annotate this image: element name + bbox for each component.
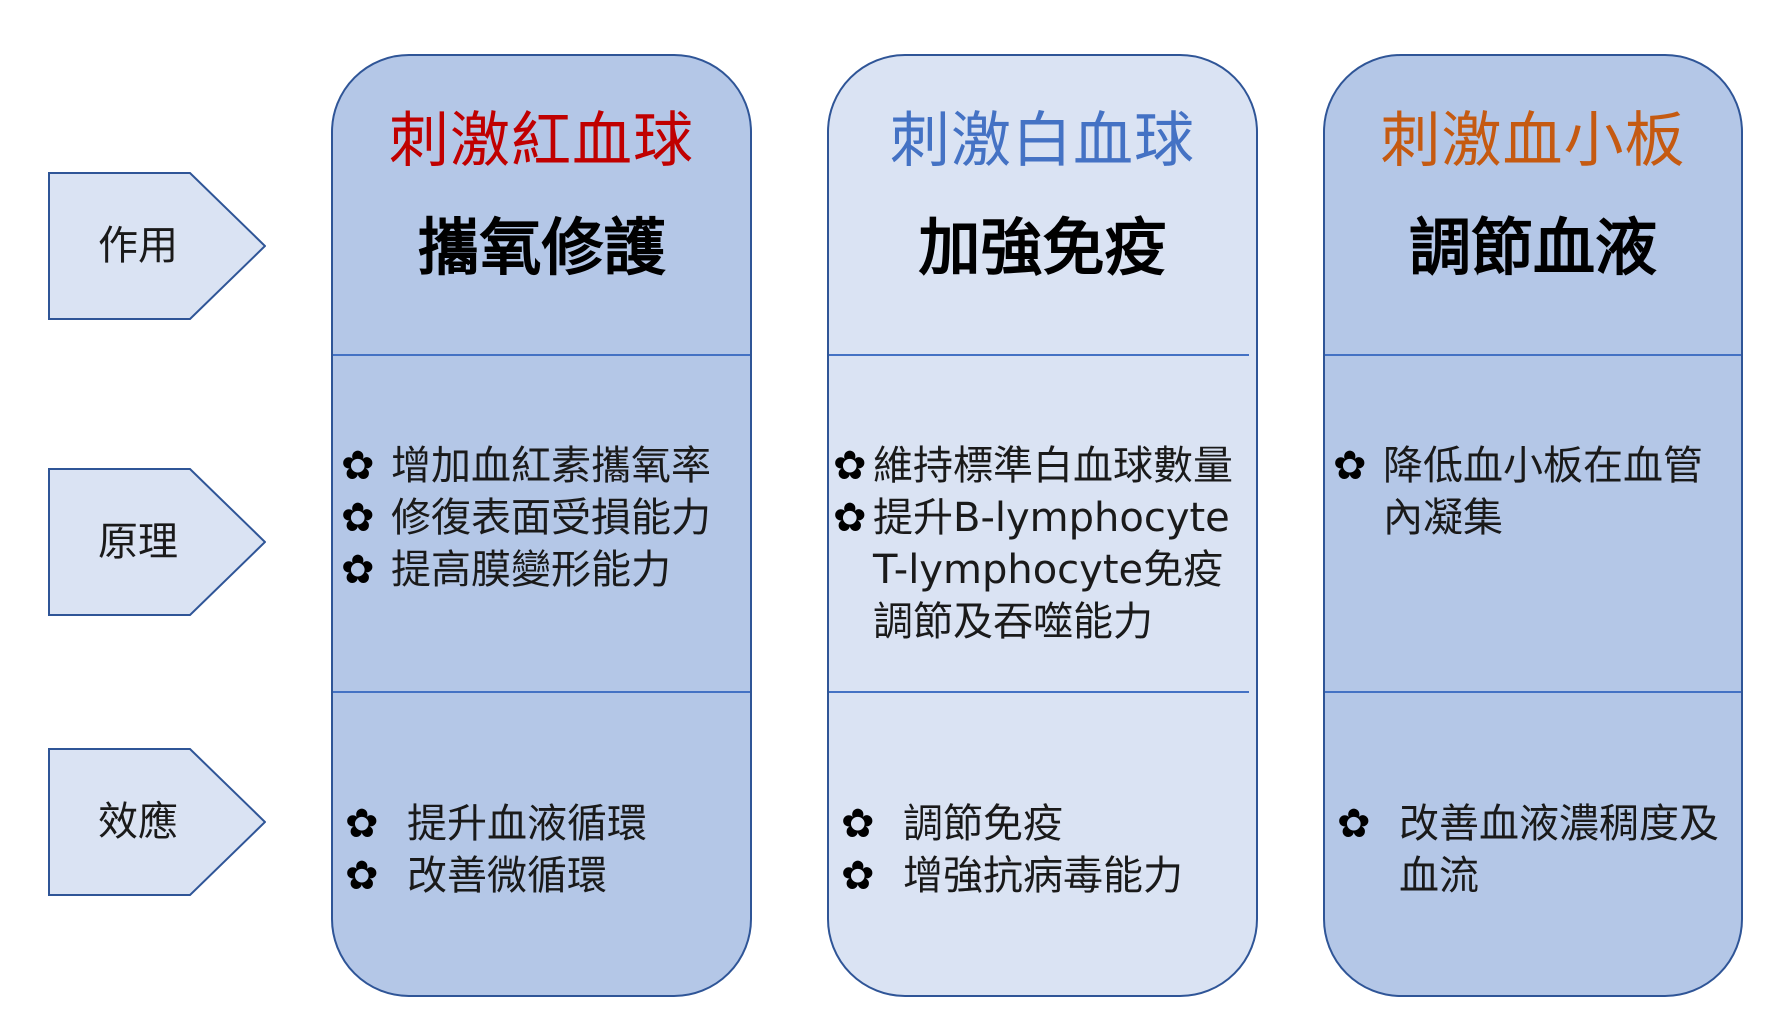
column-title: 刺激紅血球 [389, 106, 694, 176]
row-label-function-arrow: 作用 [48, 172, 266, 320]
list-item: ✿提升B-lymphocyte T-lymphocyte免疫調節及吞噬能力 [833, 492, 1253, 648]
pentagon-arrow-icon [48, 172, 266, 320]
list-item: ✿降低血小板在血管內凝集 [1333, 440, 1733, 544]
flower-bullet-icon: ✿ [833, 495, 867, 541]
flower-bullet-icon: ✿ [345, 801, 379, 847]
pentagon-arrow-icon [48, 748, 266, 896]
flower-bullet-icon: ✿ [341, 443, 375, 489]
list-item: ✿調節免疫 [841, 798, 1251, 850]
divider [1325, 691, 1741, 693]
list-item: ✿改善血液濃稠度及血流 [1337, 798, 1737, 902]
row-label-function: 作用 [98, 223, 178, 269]
flower-bullet-icon: ✿ [341, 547, 375, 593]
divider [1325, 354, 1741, 356]
flower-bullet-icon: ✿ [341, 495, 375, 541]
effect-list: ✿改善血液濃稠度及血流 [1337, 798, 1737, 902]
column-platelets: 刺激血小板 調節血液 ✿降低血小板在血管內凝集 ✿改善血液濃稠度及血流 [1323, 54, 1743, 997]
effect-list: ✿調節免疫 ✿增強抗病毒能力 [841, 798, 1251, 902]
row-label-mechanism: 原理 [98, 519, 178, 565]
row-label-mechanism-arrow: 原理 [48, 468, 266, 616]
flower-bullet-icon: ✿ [345, 853, 379, 899]
mechanism-list: ✿維持標準白血球數量 ✿提升B-lymphocyte T-lymphocyte免… [833, 440, 1253, 648]
divider [333, 354, 750, 356]
column-function: 調節血液 [1408, 211, 1657, 284]
column-title: 刺激白血球 [890, 106, 1195, 176]
divider [333, 691, 750, 693]
divider [829, 691, 1249, 693]
flower-bullet-icon: ✿ [1337, 801, 1371, 847]
list-item: ✿增強抗病毒能力 [841, 850, 1251, 902]
pentagon-arrow-icon [48, 468, 266, 616]
list-item: ✿改善微循環 [345, 850, 745, 902]
divider [829, 354, 1249, 356]
mechanism-list: ✿增加血紅素攜氧率 ✿修復表面受損能力 ✿提高膜變形能力 [341, 440, 750, 596]
effect-list: ✿提升血液循環 ✿改善微循環 [345, 798, 745, 902]
mechanism-list: ✿降低血小板在血管內凝集 [1333, 440, 1733, 544]
list-item: ✿修復表面受損能力 [341, 492, 750, 544]
list-item: ✿增加血紅素攜氧率 [341, 440, 750, 492]
flower-bullet-icon: ✿ [841, 801, 875, 847]
column-title: 刺激血小板 [1380, 106, 1686, 176]
list-item: ✿提升血液循環 [345, 798, 745, 850]
column-function: 加強免疫 [918, 211, 1167, 284]
column-white-blood-cells: 刺激白血球 加強免疫 ✿維持標準白血球數量 ✿提升B-lymphocyte T-… [827, 54, 1258, 997]
row-label-effect-arrow: 效應 [48, 748, 266, 896]
flower-bullet-icon: ✿ [833, 443, 867, 489]
flower-bullet-icon: ✿ [1333, 443, 1367, 489]
list-item: ✿維持標準白血球數量 [833, 440, 1253, 492]
flower-bullet-icon: ✿ [841, 853, 875, 899]
column-function: 攜氧修護 [417, 211, 666, 284]
list-item: ✿提高膜變形能力 [341, 544, 750, 596]
column-red-blood-cells: 刺激紅血球 攜氧修護 ✿增加血紅素攜氧率 ✿修復表面受損能力 ✿提高膜變形能力 … [331, 54, 752, 997]
row-label-effect: 效應 [98, 799, 178, 845]
